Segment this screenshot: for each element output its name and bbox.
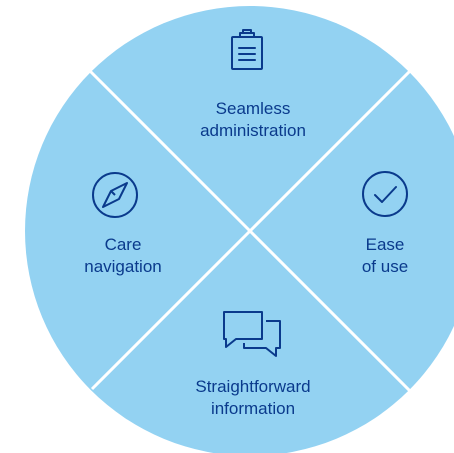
segment-label-line-1: Care bbox=[104, 235, 142, 254]
wheel-background bbox=[25, 6, 454, 453]
segment-label-care-navigation: Care navigation bbox=[68, 234, 178, 278]
divider-line-sw bbox=[90, 229, 252, 391]
checkmark-circle-icon bbox=[362, 171, 408, 217]
segment-label-line-2: information bbox=[210, 399, 296, 418]
chat-bubbles-icon bbox=[223, 311, 281, 357]
compass-icon bbox=[92, 172, 138, 218]
segment-label-line-2: of use bbox=[361, 257, 409, 276]
segment-label-ease-of-use: Ease of use bbox=[350, 234, 420, 278]
segment-label-straightforward-information: Straightforward information bbox=[163, 376, 343, 420]
clipboard-icon bbox=[231, 29, 263, 70]
segment-label-line-1: Ease bbox=[365, 235, 405, 254]
segment-label-line-2: administration bbox=[200, 121, 306, 140]
segment-label-seamless-administration: Seamless administration bbox=[193, 98, 313, 142]
divider-line-ne bbox=[248, 56, 425, 233]
segment-label-line-1: Straightforward bbox=[195, 377, 311, 396]
segment-label-line-2: navigation bbox=[84, 257, 162, 276]
divider-line-nw bbox=[87, 68, 252, 233]
segment-label-line-1: Seamless bbox=[215, 99, 291, 118]
divider-line-se bbox=[248, 229, 414, 395]
